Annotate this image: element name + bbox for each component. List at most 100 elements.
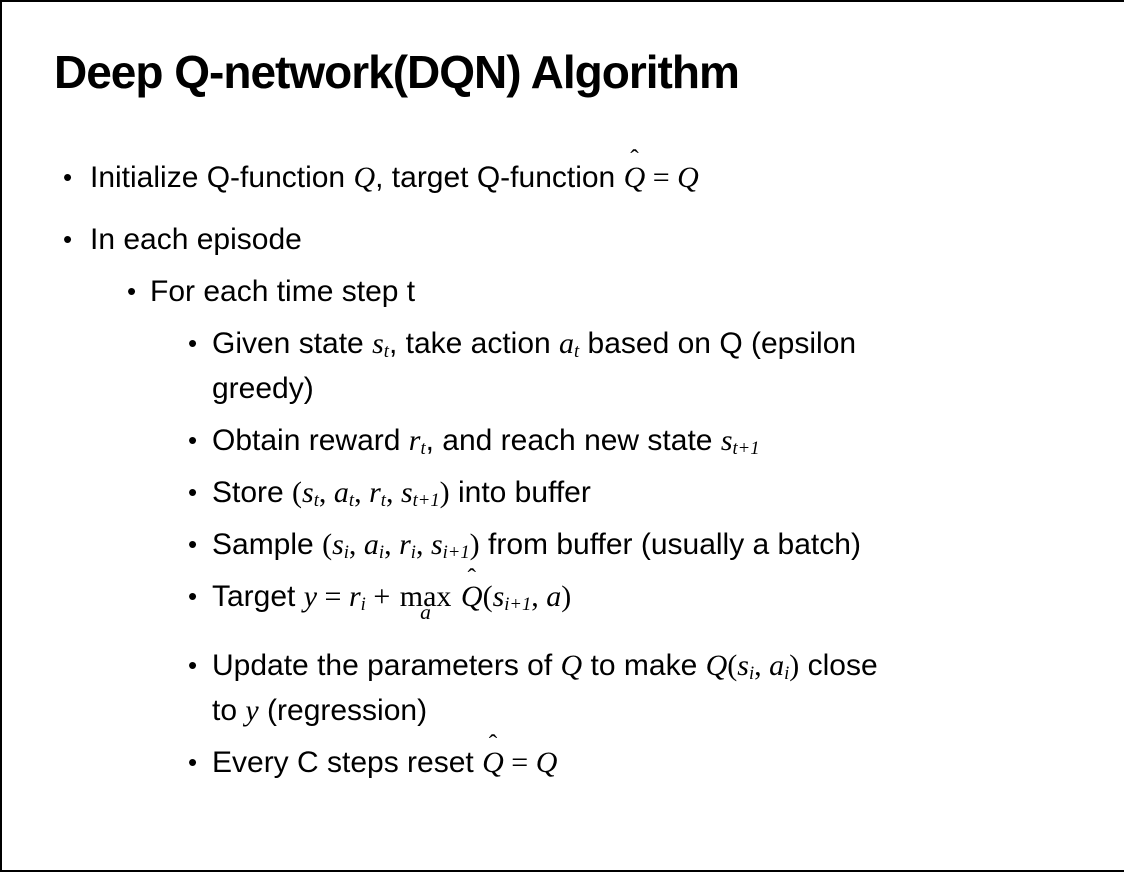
text-run: to make (582, 648, 706, 682)
math-variable: st+1 (720, 423, 760, 459)
text-run: from buffer (usually a batch) (479, 527, 861, 561)
text-run: Target (212, 579, 304, 613)
math-variable: at (559, 326, 580, 362)
bullet-icon: • (188, 424, 198, 455)
math-variable: y (303, 579, 318, 613)
bullet-text: Initialize Q-function Q, target Q-functi… (90, 146, 699, 194)
math-variable: Q (535, 745, 558, 779)
math-subscript: t (574, 340, 580, 362)
hat-accent-icon: ˆ (467, 562, 477, 592)
math-variable: Q (560, 648, 583, 682)
math-subscript: i (410, 541, 416, 563)
bullet-text: Given state st, take action at based on … (212, 326, 857, 362)
bullet-text: Update the parameters of Q to make Q(si,… (212, 648, 878, 684)
math-variable: at (333, 475, 355, 511)
math-subscript: i (343, 541, 349, 563)
math-subscript: t+1 (412, 489, 440, 511)
bullet-text: Sample (si, ai, ri, si+1) from buffer (u… (212, 527, 861, 563)
math-variable: ri (399, 527, 416, 563)
text-run: into buffer (449, 475, 591, 509)
math-variable: Q (353, 160, 376, 194)
math-variable: si (332, 527, 349, 563)
math-symbol-run: + (365, 579, 398, 613)
math-symbol-run: ) (789, 648, 800, 682)
bullet-icon: • (188, 528, 198, 559)
bullet-text: greedy) (212, 372, 314, 405)
text-run: In each episode (90, 222, 302, 256)
bullet-item: • Sample (si, ai, ri, si+1) from buffer (… (2, 522, 1124, 567)
text-run: Sample (212, 527, 323, 561)
math-symbol-run: , (318, 475, 334, 509)
bullet-icon: • (188, 746, 198, 777)
math-subscript: i+1 (504, 593, 532, 615)
math-subscript: t+1 (732, 437, 760, 459)
math-symbol-run: , (385, 475, 401, 509)
text-run: (regression) (258, 693, 428, 727)
bullet-item: •Given state st, take action at based on… (2, 321, 1124, 366)
math-symbol-run: ( (322, 527, 333, 561)
bullet-item: •Update the parameters of Q to make Q(si… (2, 643, 1124, 688)
math-variable: ai (363, 527, 385, 563)
math-subscript: t (313, 489, 319, 511)
math-variable: rt (408, 423, 426, 459)
bullet-item: • Store (st, at, rt, st+1) into buffer (2, 470, 1124, 515)
math-variable: si (737, 648, 755, 684)
bullet-item: • Obtain reward rt, and reach new state s… (2, 418, 1124, 463)
bullet-text: Store (st, at, rt, st+1) into buffer (212, 475, 591, 511)
text-run: Store (212, 475, 293, 509)
math-variable: st+1 (400, 475, 440, 511)
text-run: Update the parameters of (212, 648, 561, 682)
math-symbol-run: ( (727, 648, 738, 682)
bullet-continuation-line: to y (regression) (2, 688, 1124, 733)
bullet-icon: • (188, 476, 198, 507)
math-variable: a (546, 579, 562, 613)
math-symbol-run: , (354, 475, 370, 509)
math-variable: Q (705, 648, 728, 682)
bullet-icon: • (188, 580, 198, 611)
text-run: to (212, 693, 246, 727)
text-run: Given state (212, 326, 373, 360)
text-run: greedy) (212, 371, 314, 405)
text-run: For each time step t (150, 274, 416, 308)
math-symbol-run: ( (482, 579, 493, 613)
math-symbol-run: = (503, 745, 536, 779)
math-symbol-run: = (645, 160, 678, 194)
max-under-subscript: a (420, 599, 431, 624)
math-subscript: i (360, 593, 366, 615)
bullet-icon: • (63, 223, 73, 254)
math-variable: y (245, 693, 259, 727)
text-run: Every C steps reset (212, 745, 483, 779)
math-symbol-run: ) (561, 579, 572, 613)
bullet-text: For each time step t (150, 275, 415, 308)
math-subscript: t (383, 340, 389, 362)
math-subscript: t (420, 437, 426, 459)
text-run: based on Q (epsilon (579, 326, 857, 360)
math-subscript: t (380, 489, 386, 511)
math-variable: ai (769, 648, 790, 684)
bullet-item: • In each episode (2, 217, 1124, 262)
bullet-icon: • (188, 327, 198, 358)
math-symbol-run (453, 580, 461, 613)
math-variable: st (372, 326, 389, 362)
math-subscript: t (348, 489, 355, 511)
bullet-icon: • (127, 275, 137, 306)
text-run: Obtain reward (212, 423, 409, 457)
math-variable: Q (677, 160, 699, 194)
math-variable: ri (348, 579, 366, 615)
math-symbol-run: , (531, 579, 547, 613)
math-subscript: i (748, 662, 755, 684)
hat-accent-icon: ˆ (488, 728, 498, 758)
math-subscript: i (784, 662, 790, 684)
math-symbol-run: , (348, 527, 364, 561)
math-symbol-run: ( (292, 475, 303, 509)
math-subscript: i+1 (442, 541, 470, 563)
math-symbol-run: , (384, 527, 400, 561)
bullet-text: Obtain reward rt, and reach new state st… (212, 423, 760, 459)
